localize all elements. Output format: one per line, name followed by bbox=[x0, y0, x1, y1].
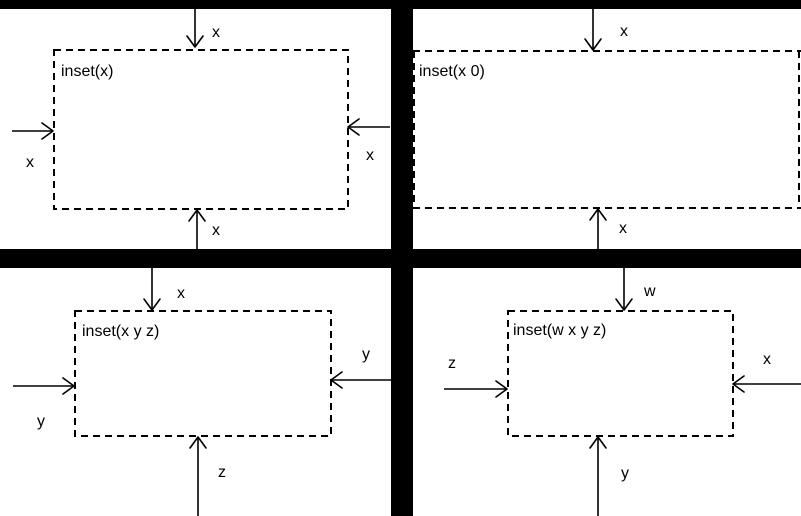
inset-box bbox=[53, 49, 349, 210]
right-arrow-label: x bbox=[763, 351, 771, 368]
panel-inset-x-0: inset(x 0) x x bbox=[413, 9, 801, 249]
bottom-arrow-icon bbox=[188, 209, 206, 249]
right-arrow-label: x bbox=[366, 147, 374, 164]
left-arrow-label: y bbox=[37, 413, 45, 430]
right-arrow-icon bbox=[732, 375, 801, 393]
inset-label: inset(w x y z) bbox=[513, 322, 606, 339]
top-arrow-label: w bbox=[643, 283, 656, 300]
top-arrow-icon bbox=[186, 9, 204, 48]
inset-label: inset(x y z) bbox=[82, 323, 159, 340]
right-arrow-icon bbox=[347, 118, 390, 136]
diagram-inset-x: inset(x) x x x x bbox=[12, 9, 390, 249]
inset-label: inset(x 0) bbox=[419, 63, 485, 80]
bottom-arrow-label: y bbox=[621, 465, 629, 482]
bottom-arrow-icon bbox=[189, 436, 207, 516]
top-arrow-label: x bbox=[177, 285, 185, 302]
bottom-arrow-label: x bbox=[212, 222, 220, 239]
inset-box bbox=[507, 310, 734, 437]
bottom-arrow-label: x bbox=[619, 220, 627, 237]
left-arrow-icon bbox=[13, 377, 75, 395]
left-arrow-icon bbox=[12, 122, 54, 140]
right-arrow-label: y bbox=[362, 346, 370, 363]
bottom-arrow-icon bbox=[589, 208, 607, 249]
panel-inset-x-y-z: inset(x y z) x y y z bbox=[0, 268, 391, 516]
left-arrow-label: x bbox=[26, 154, 34, 171]
panel-inset-x: inset(x) x x x x bbox=[0, 9, 391, 249]
bottom-arrow-label: z bbox=[218, 464, 226, 481]
bottom-arrow-icon bbox=[589, 436, 607, 516]
panel-inset-w-x-y-z: inset(w x y z) w z x y bbox=[413, 268, 801, 516]
top-arrow-label: x bbox=[620, 23, 628, 40]
right-arrow-icon bbox=[330, 371, 391, 389]
top-arrow-icon bbox=[615, 268, 633, 311]
left-arrow-icon bbox=[444, 380, 508, 398]
left-arrow-label: z bbox=[448, 355, 456, 372]
diagram-inset-x-0: inset(x 0) x x bbox=[413, 9, 801, 249]
top-arrow-icon bbox=[584, 9, 602, 51]
top-arrow-label: x bbox=[212, 24, 220, 41]
diagram-inset-x-y-z: inset(x y z) x y y z bbox=[13, 268, 391, 516]
top-arrow-icon bbox=[143, 268, 161, 311]
inset-label: inset(x) bbox=[61, 63, 113, 80]
diagram-inset-w-x-y-z: inset(w x y z) w z x y bbox=[444, 268, 801, 516]
inset-box bbox=[74, 310, 332, 437]
